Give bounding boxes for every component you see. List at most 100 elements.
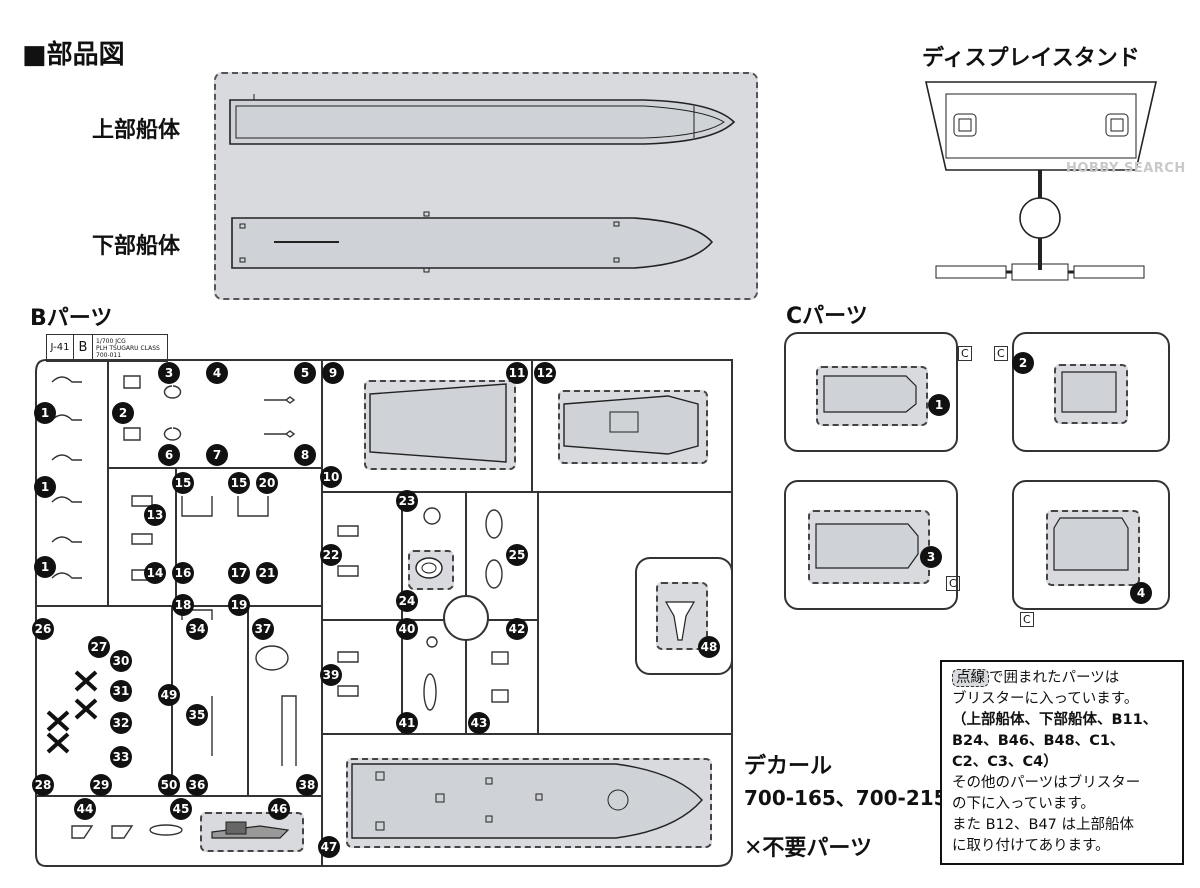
c-sprue-2: [1012, 332, 1170, 452]
b-part-number: 48: [698, 636, 720, 658]
b48-part: [664, 601, 696, 641]
b-part-number: 16: [172, 562, 194, 584]
b-part-number: 32: [110, 712, 132, 734]
dotted-highlight: 点線: [952, 669, 989, 687]
b-part-number: 1: [34, 476, 56, 498]
b-part-number: 26: [32, 618, 54, 640]
b-part-number: 36: [186, 774, 208, 796]
b-part-number: 21: [256, 562, 278, 584]
b-part-number: 23: [396, 490, 418, 512]
b-part-number: 22: [320, 544, 342, 566]
b-part-number: 38: [296, 774, 318, 796]
b-part-number: 14: [144, 562, 166, 584]
b-part-number: 45: [170, 798, 192, 820]
c-part-number: 3: [920, 546, 942, 568]
decal-label: デカール: [744, 754, 833, 779]
b-part-number: 17: [228, 562, 250, 584]
c-sprue-1: [784, 332, 958, 452]
b47-part: [351, 763, 703, 839]
b-sprue-tag: J-41 B 1/700 JCG PLH TSUGARU CLASS 700-0…: [46, 334, 168, 362]
c4-part: [1053, 517, 1129, 571]
note-line: （上部船体、下部船体、B11、: [952, 712, 1158, 728]
b-part-number: 9: [322, 362, 344, 384]
b-part-number: 40: [396, 618, 418, 640]
b-part-number: 15: [172, 472, 194, 494]
note-line: B24、B46、B48、C1、: [952, 733, 1125, 749]
b-part-number: 28: [32, 774, 54, 796]
page-title: ■部品図: [22, 40, 125, 70]
c-sprue-letter: C: [1020, 612, 1034, 627]
tag-text-1: 1/700 JCG: [96, 337, 126, 345]
c-part-number: 1: [928, 394, 950, 416]
c-sprue-letter: C: [994, 346, 1008, 361]
c2-part: [1061, 371, 1117, 413]
upper-hull-drawing: [229, 94, 736, 145]
c3-part: [815, 523, 919, 569]
tag-text-3: 700-011: [96, 351, 122, 359]
c-sprue-letter: C: [958, 346, 972, 361]
b-part-number: 13: [144, 504, 166, 526]
b12-part: [563, 395, 699, 455]
tag-letter: B: [74, 335, 93, 361]
note-line: に取り付けてあります。: [952, 838, 1110, 854]
b-part-number: 8: [294, 444, 316, 466]
b24-part: [415, 557, 443, 579]
b-part-number: 1: [34, 556, 56, 578]
b-part-number: 4: [206, 362, 228, 384]
b-part-number: 18: [172, 594, 194, 616]
b-part-number: 34: [186, 618, 208, 640]
c-parts-label: Cパーツ: [786, 304, 868, 329]
b-sprue-frame: [35, 359, 733, 867]
note-line: また B12、B47 は上部船体: [952, 817, 1135, 833]
note-box: 点線で囲まれたパーツは ブリスターに入っています。 （上部船体、下部船体、B11…: [940, 660, 1184, 865]
b-part-number: 10: [320, 466, 342, 488]
b-part-number: 12: [534, 362, 556, 384]
decal-codes: 700-165、700-215: [744, 786, 948, 810]
c1-part: [823, 375, 917, 413]
b-part-number: 25: [506, 544, 528, 566]
b-part-number: 39: [320, 664, 342, 686]
b-part-number: 46: [268, 798, 290, 820]
b-part-number: 20: [256, 472, 278, 494]
b-part-number: 33: [110, 746, 132, 768]
b-part-number: 35: [186, 704, 208, 726]
lower-hull-drawing: [231, 211, 714, 273]
c-sprue-3: [784, 480, 958, 610]
display-stand-drawing: [924, 81, 1158, 281]
b-part-number: 30: [110, 650, 132, 672]
note-line: の下に入っています。: [952, 796, 1095, 812]
b11-part: [369, 383, 507, 463]
b-part-number: 43: [468, 712, 490, 734]
b-part-number: 41: [396, 712, 418, 734]
b-part-number: 42: [506, 618, 528, 640]
c-sprue-4: [1012, 480, 1170, 610]
note-line: C2、C3、C4）: [952, 754, 1058, 770]
b48-sprue: [635, 557, 733, 675]
unneeded-parts-label: ✕不要パーツ: [744, 836, 872, 861]
b-part-number: 49: [158, 684, 180, 706]
b-part-number: 5: [294, 362, 316, 384]
c-sprue-letter: C: [946, 576, 960, 591]
watermark: HOBBY SEARCH: [1066, 161, 1186, 176]
b-part-number: 31: [110, 680, 132, 702]
b-part-number: 6: [158, 444, 180, 466]
b-part-number: 29: [90, 774, 112, 796]
c-part-number: 4: [1130, 582, 1152, 604]
tag-text-2: PLH TSUGARU CLASS: [96, 344, 160, 352]
note-line: で囲まれたパーツは: [989, 670, 1120, 686]
lower-hull-label: 下部船体: [92, 234, 181, 259]
b-part-number: 37: [252, 618, 274, 640]
b-part-number: 11: [506, 362, 528, 384]
b-part-number: 2: [112, 402, 134, 424]
b-part-number: 50: [158, 774, 180, 796]
upper-hull-label: 上部船体: [92, 118, 181, 143]
b-part-number: 24: [396, 590, 418, 612]
b-part-number: 47: [318, 836, 340, 858]
c-part-number: 2: [1012, 352, 1034, 374]
display-stand-label: ディスプレイスタンド: [922, 46, 1140, 71]
b-part-number: 19: [228, 594, 250, 616]
b46-part: [211, 821, 290, 839]
b-part-number: 7: [206, 444, 228, 466]
note-line: ブリスターに入っています。: [952, 691, 1139, 707]
b-parts-label: Bパーツ: [30, 306, 113, 331]
